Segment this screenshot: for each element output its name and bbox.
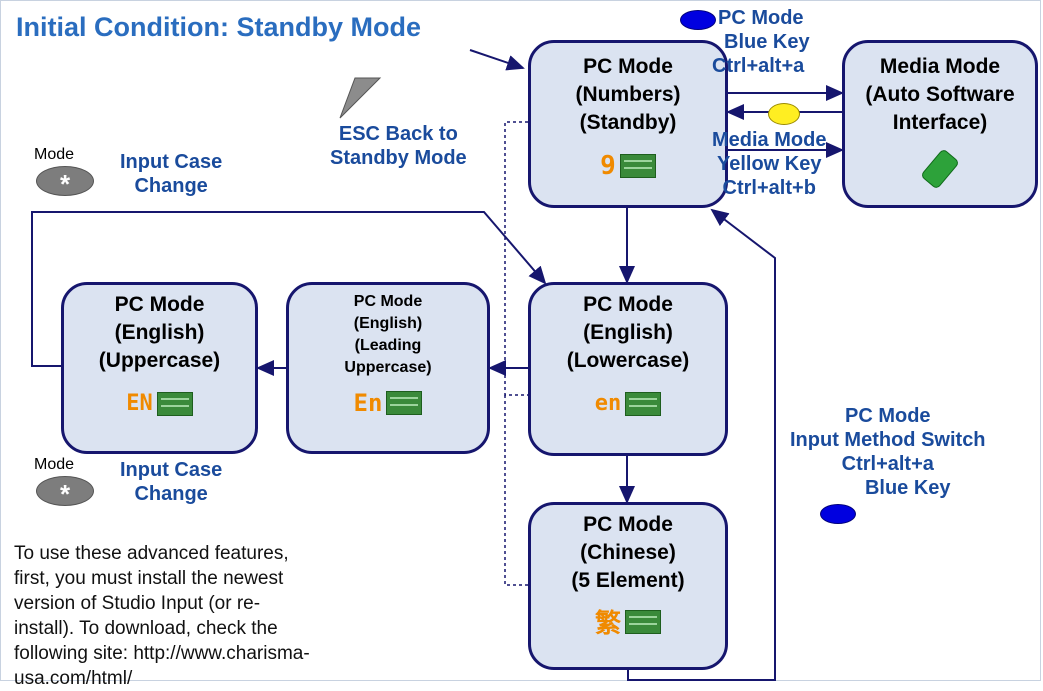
label-line: PC Mode	[718, 7, 804, 29]
box-line: (English)	[114, 321, 205, 344]
pc-mode-numbers-box: PC Mode (Numbers) (Standby) 9	[528, 40, 728, 208]
pc-mode-blue-key-label: PC Mode Blue Key Ctrl+alt+a	[712, 6, 810, 78]
label-line: ESC Back to	[338, 123, 458, 145]
icon-row: 繁	[595, 603, 661, 640]
install-note: To use these advanced features, first, y…	[14, 543, 310, 689]
label-line: Input Case	[120, 151, 223, 173]
esc-dotted-line-chinese	[504, 395, 528, 586]
icon-row: 9	[600, 151, 656, 181]
label-line: Ctrl+alt+a	[841, 453, 934, 475]
input-case-change-bottom: Input Case Change	[120, 458, 222, 506]
box-line: (Numbers)	[575, 83, 681, 106]
box-line: PC Mode	[353, 293, 423, 310]
chinese-glyph-icon: 繁	[594, 609, 621, 639]
label-line: Yellow Key	[716, 153, 822, 175]
box-line: (Standby)	[579, 111, 677, 134]
box-line: (Lowercase)	[566, 349, 690, 372]
box-line: PC Mode	[583, 293, 673, 316]
keyboard-icon	[619, 154, 656, 178]
label-line: Standby Mode	[330, 147, 467, 169]
page-title: Initial Condition: Standby Mode	[16, 12, 421, 42]
icon-row: EN	[126, 391, 193, 416]
label-line: Change	[134, 175, 208, 197]
label-line: Ctrl+alt+a	[712, 55, 805, 77]
pc-mode-leading-box: PC Mode (English) (Leading Uppercase) En	[286, 282, 490, 454]
box-line: Media Mode	[879, 55, 1001, 78]
icon-row: En	[354, 389, 423, 417]
arrow-title-to-standby	[469, 49, 525, 71]
label-line: Change	[134, 483, 208, 505]
keyboard-icon	[625, 609, 661, 634]
media-mode-box: Media Mode (Auto Software Interface)	[842, 40, 1038, 208]
mode-label-top: Mode	[34, 146, 75, 163]
mode-label-bottom: Mode	[34, 456, 75, 473]
leading-glyph-icon: En	[353, 389, 383, 417]
keyboard-icon	[386, 391, 423, 415]
icon-row: en	[595, 391, 662, 416]
pc-mode-chinese-box: PC Mode (Chinese) (5 Element) 繁	[528, 502, 728, 670]
lowercase-glyph-icon: en	[594, 391, 622, 416]
pc-mode-uppercase-box: PC Mode (English) (Uppercase) EN	[61, 282, 258, 454]
star-key-top-icon: *	[36, 166, 94, 199]
arrow-chinese-to-standby	[627, 208, 776, 681]
yellow-key-icon	[768, 103, 800, 125]
label-line: Blue Key	[864, 477, 951, 499]
triangle-icon	[339, 77, 382, 119]
box-line: PC Mode	[114, 293, 205, 316]
input-method-switch-label: PC Mode Input Method Switch Ctrl+alt+a B…	[790, 404, 986, 500]
label-line: Media Mode	[712, 129, 827, 151]
star-key-bottom-icon: *	[36, 476, 94, 509]
label-line: Blue Key	[724, 31, 810, 53]
esc-dotted-line	[504, 121, 528, 396]
box-line: (Uppercase)	[98, 349, 221, 372]
blue-key-icon	[820, 504, 856, 524]
box-line: (English)	[583, 321, 673, 344]
numbers-glyph-icon: 9	[600, 151, 616, 181]
input-case-change-top: Input Case Change	[120, 150, 222, 198]
keyboard-icon	[156, 391, 193, 416]
blue-key-icon	[680, 10, 716, 30]
label-line: PC Mode	[844, 405, 931, 427]
arrow-uppercase-to-lowercase	[31, 211, 547, 367]
box-line: Interface)	[892, 111, 988, 134]
box-line: Uppercase)	[344, 359, 432, 376]
box-line: (Chinese)	[580, 541, 676, 564]
label-line: Ctrl+alt+b	[722, 177, 816, 199]
uppercase-glyph-icon: EN	[126, 391, 153, 416]
box-line: (Auto Software	[865, 83, 1015, 106]
media-mode-yellow-key-label: Media Mode Yellow Key Ctrl+alt+b	[712, 128, 826, 200]
box-line: PC Mode	[583, 513, 673, 536]
keyboard-icon	[625, 391, 662, 416]
label-line: Input Case	[120, 459, 223, 481]
box-line: (5 Element)	[571, 569, 685, 592]
box-line: (Leading	[354, 337, 422, 354]
esc-back-label: ESC Back to Standby Mode	[330, 122, 467, 170]
box-line: PC Mode	[583, 55, 673, 78]
label-line: Input Method Switch	[790, 429, 986, 451]
box-line: (English)	[353, 315, 423, 332]
pen-icon	[920, 148, 960, 190]
pc-mode-lowercase-box: PC Mode (English) (Lowercase) en	[528, 282, 728, 456]
